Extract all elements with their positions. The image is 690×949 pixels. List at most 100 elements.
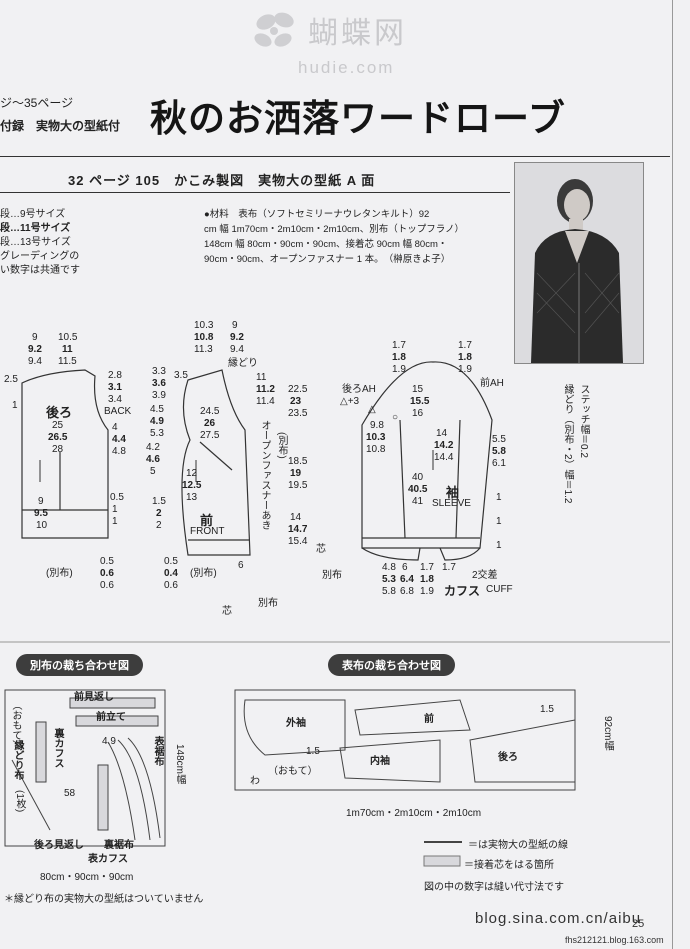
main-front: 前	[424, 714, 434, 725]
back-hem-10: 10	[36, 520, 48, 531]
front-core-1: 芯	[222, 606, 232, 617]
back-label-en: BACK	[104, 406, 132, 417]
cuff-label-en: CUFF	[486, 584, 513, 595]
sub-binding-count: (1枚)	[14, 790, 25, 813]
supplement-note: 付録 実物大の型紙付	[0, 119, 121, 133]
sub-inner-cuff: 裏カフス	[52, 728, 63, 768]
back-shoulder-34: 3.4	[108, 394, 122, 405]
sleeve-circle-mark: ○	[392, 412, 399, 423]
sleeve-b2-68: 6.8	[400, 586, 414, 597]
sub-inner-hem: 裏裾布	[104, 840, 134, 851]
sleeve-b3-17a: 1.7	[420, 562, 434, 573]
sleeve-r2: 1	[496, 492, 502, 503]
front-hem-125: 12.5	[182, 480, 202, 491]
back-left-25: 2.5	[4, 374, 18, 385]
sleeve-t2-18: 1.8	[458, 352, 472, 363]
blog-watermark: blog.sina.com.cn/aibu	[475, 910, 642, 927]
sleeve-b2-6: 6	[402, 562, 408, 573]
front-l4-35: 3.5	[174, 370, 188, 381]
sub-fabric-layout-title: 別布の裁ち合わせ図	[16, 654, 143, 676]
legend-pattern-line: ＝は実物大の型紙の線	[468, 840, 568, 851]
back-top2-11: 11	[62, 344, 73, 355]
back-top2-115: 11.5	[58, 356, 77, 367]
stitch-note-a: ステッチ幅＝0.2	[578, 384, 589, 458]
sleeve-c-142: 14.2	[434, 440, 454, 451]
front-bot-extra: (別布)	[190, 568, 217, 579]
front-r-11: 11	[256, 372, 267, 383]
sleeve-label-en: SLEEVE	[432, 498, 471, 509]
sleeve-cross: 2交差	[472, 570, 498, 581]
sleeve-t1-19: 1.9	[392, 364, 406, 375]
front-v-23: 23	[290, 396, 302, 407]
front-top-113: 11.3	[194, 344, 213, 355]
sub-val-49: 4.9	[102, 736, 116, 747]
sleeve-b-48: 4.8	[382, 562, 396, 573]
sleeve-b3-17b: 1.7	[442, 562, 456, 573]
front-l3-5: 5	[150, 466, 156, 477]
sleeve-t1-17: 1.7	[392, 340, 406, 351]
back-label: 後ろ	[46, 405, 73, 420]
back-hem-95: 9.5	[34, 508, 48, 519]
sleeve-t2-19: 1.9	[458, 364, 472, 375]
legend-seam-allowance: 図の中の数字は縫い代寸法です	[424, 882, 564, 893]
back-side-48: 4.8	[112, 446, 126, 457]
sleeve-top-155: 15.5	[410, 396, 430, 407]
front-l1-39: 3.9	[152, 390, 166, 401]
back-shoulder-28: 2.8	[108, 370, 122, 381]
main-outer-sleeve: 外袖	[286, 718, 306, 729]
back-bot-06b: 0.6	[100, 580, 114, 591]
sub-width-label: 148cm幅	[174, 744, 185, 785]
sleeve-front-ah: 前AH	[480, 378, 504, 389]
front-l3-46: 4.6	[146, 454, 160, 465]
page-title: 秋のお洒落ワードローブ	[150, 97, 566, 140]
back-top2-105: 10.5	[58, 332, 78, 343]
subheading-rule	[0, 192, 510, 193]
back-hem-9: 9	[38, 496, 44, 507]
back-bot-05: 0.5	[100, 556, 114, 567]
page-edge-rule	[672, 0, 673, 949]
back-width-25: 25	[52, 420, 64, 431]
front-label: 前	[200, 513, 214, 528]
main-length-label: 1m70cm・2m10cm・2m10cm	[346, 808, 482, 819]
sleeve-len-40: 40	[412, 472, 424, 483]
sub-front-facing: 前見返し	[74, 692, 114, 703]
butterfly-logo-icon	[254, 12, 294, 47]
back-extra-fabric: (別布)	[46, 568, 73, 579]
front-hem-13: 13	[186, 492, 198, 503]
back-shoulder-31: 3.1	[108, 382, 122, 393]
model-photo	[514, 162, 644, 364]
main-back: 後ろ	[498, 752, 518, 763]
sub-length-label: 80cm・90cm・90cm	[40, 872, 134, 883]
front-v2-19: 19	[290, 468, 302, 479]
main-omote: （おもて）	[268, 766, 318, 777]
sleeve-b3-18: 1.8	[420, 574, 434, 585]
front-l5-2a: 2	[156, 508, 162, 519]
front-v-235: 23.5	[288, 408, 308, 419]
front-top-103: 10.3	[194, 320, 214, 331]
back-r-05: 0.5	[110, 492, 124, 503]
front-betsu: 別布	[258, 598, 278, 609]
watermark-chinese: 蝴蝶网	[308, 16, 407, 51]
sleeve-r-61: 6.1	[492, 458, 506, 469]
sub-val-58: 58	[64, 788, 76, 799]
sleeve-l-98: 9.8	[370, 420, 384, 431]
front-core-2: 芯	[316, 544, 326, 555]
back-bot-06a: 0.6	[100, 568, 114, 579]
sleeve-r-58: 5.8	[492, 446, 506, 457]
legend-interfacing: ＝接着芯をはる箇所	[464, 860, 554, 871]
page-number: 25	[632, 918, 645, 930]
sleeve-top-15: 15	[412, 384, 424, 395]
sleeve-r-55: 5.5	[492, 434, 506, 445]
sleeve-b3-19: 1.9	[420, 586, 434, 597]
front-top2-92: 9.2	[230, 332, 244, 343]
page-reference: ジ〜35ページ	[0, 96, 74, 110]
front-l2-45: 4.5	[150, 404, 164, 415]
front-v3-14: 14	[290, 512, 302, 523]
front-v2-185: 18.5	[288, 456, 308, 467]
front-top-108: 10.8	[194, 332, 214, 343]
back-top-measure-92: 9.2	[28, 344, 42, 355]
front-mid-245: 24.5	[200, 406, 220, 417]
front-l3-42: 4.2	[146, 442, 160, 453]
front-l5-15: 1.5	[152, 496, 166, 507]
sleeve-c-144: 14.4	[434, 452, 454, 463]
